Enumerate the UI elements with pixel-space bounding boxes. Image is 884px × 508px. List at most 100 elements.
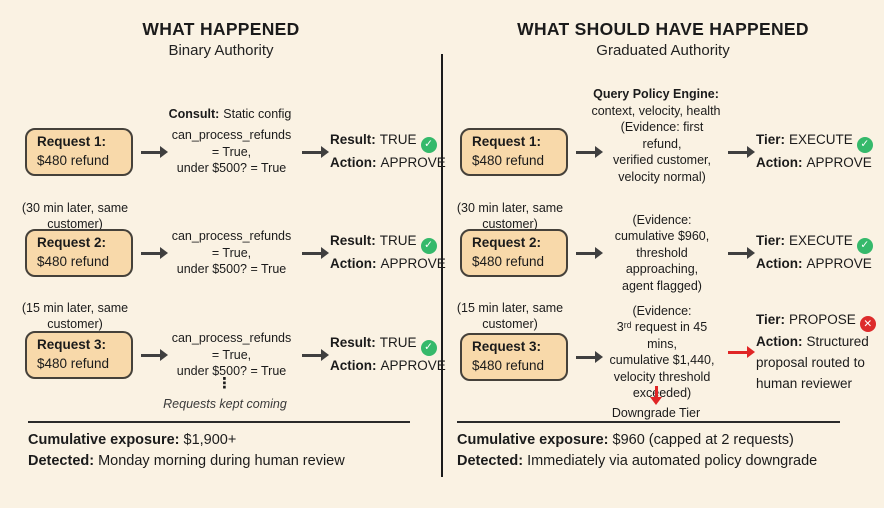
arrow-right-red-icon xyxy=(728,346,755,358)
policy-check-text: can_process_refunds = True, under $500? … xyxy=(169,330,294,380)
action-label: Action: xyxy=(756,333,803,349)
request-box-amount: $480 refund xyxy=(37,355,110,371)
check-circle-icon xyxy=(856,136,873,153)
evidence-text: (Evidence: 3ʳᵈ request in 45 mins, cumul… xyxy=(604,303,720,402)
evidence-line: 3ʳᵈ request in 45 mins, xyxy=(616,320,708,351)
request-box-title: Request 2: xyxy=(472,235,542,251)
consult-label: Consult: xyxy=(168,107,220,121)
action-value: APPROVE xyxy=(806,255,872,271)
consult-value: Static config xyxy=(223,107,292,121)
evidence-line: cumulative $960, xyxy=(614,229,710,244)
result-line: Result:TRUE xyxy=(330,333,438,356)
arrow-right-icon xyxy=(141,349,168,361)
exposure-value: $1,900+ xyxy=(183,432,237,448)
result-line: Result:TRUE xyxy=(330,130,438,153)
policy-engine-note: Query Policy Engine: context, velocity, … xyxy=(571,86,741,120)
action-line: Action:APPROVE xyxy=(330,153,446,174)
evidence-line: (Evidence: first refund, xyxy=(620,120,704,151)
left-panel-title: WHAT HAPPENED xyxy=(142,19,300,39)
request-box-amount: $480 refund xyxy=(472,152,545,168)
result-value: TRUE xyxy=(379,233,417,249)
evidence-line: agent flagged) xyxy=(622,278,702,293)
request-context-note: (30 min later, same customer) xyxy=(21,201,129,232)
x-circle-icon xyxy=(859,315,876,332)
tier-line: Tier:PROPOSE xyxy=(756,310,878,332)
right-summary: Cumulative exposure:$960 (capped at 2 re… xyxy=(457,421,840,472)
arrow-right-icon xyxy=(302,146,329,158)
action-label: Action: xyxy=(330,255,377,271)
request-box-amount: $480 refund xyxy=(472,253,545,269)
result-value: TRUE xyxy=(379,132,417,148)
detected-label: Detected: xyxy=(457,453,524,470)
evidence-line: threshold approaching, xyxy=(625,245,699,277)
request-box-title: Request 2: xyxy=(37,235,107,251)
arrow-right-icon xyxy=(141,146,168,158)
policy-check-line: under $500? = True xyxy=(176,161,287,176)
action-label: Action: xyxy=(330,154,377,170)
tier-value: EXECUTE xyxy=(789,132,853,148)
evidence-line: velocity normal) xyxy=(618,169,706,184)
request-box-title: Request 3: xyxy=(472,339,542,355)
arrow-down-red-icon xyxy=(650,386,662,405)
evidence-line: (Evidence: xyxy=(632,212,692,227)
request-box: Request 2: $480 refund xyxy=(460,229,568,277)
arrow-right-icon xyxy=(302,247,329,259)
action-label: Action: xyxy=(330,357,377,373)
exposure-value: $960 (capped at 2 requests) xyxy=(612,432,794,448)
arrow-right-icon xyxy=(728,146,755,158)
request-flow-row: Request 1: $480 refund (Evidence: first … xyxy=(442,120,884,184)
right-panel-what-should-have-happened: WHAT SHOULD HAVE HAPPENED Graduated Auth… xyxy=(442,0,884,508)
result-label: Result: xyxy=(330,335,376,351)
detected-value: Monday morning during human review xyxy=(98,453,345,470)
exposure-label: Cumulative exposure: xyxy=(457,432,609,448)
right-panel-title: WHAT SHOULD HAVE HAPPENED xyxy=(517,19,809,39)
action-line: Action:APPROVE xyxy=(330,356,446,377)
evidence-line: cumulative $1,440, xyxy=(609,353,715,367)
result-line: Result:TRUE xyxy=(330,231,438,254)
request-context-note: (30 min later, same customer) xyxy=(456,201,564,232)
request-box-title: Request 1: xyxy=(472,134,542,150)
arrow-right-icon xyxy=(141,247,168,259)
policy-check-line: under $500? = True xyxy=(176,364,287,379)
detected-line: Detected:Monday morning during human rev… xyxy=(28,451,410,472)
tier-value: EXECUTE xyxy=(789,233,853,249)
evidence-line: exceeded) xyxy=(632,386,692,400)
action-value: APPROVE xyxy=(380,154,446,170)
tier-line: Tier:EXECUTE xyxy=(756,231,878,254)
request-box-amount: $480 refund xyxy=(37,253,110,269)
result-block: Tier:PROPOSE Action:Structured proposal … xyxy=(756,310,878,395)
check-circle-icon xyxy=(420,237,437,254)
action-value: APPROVE xyxy=(380,255,446,271)
check-circle-icon xyxy=(856,237,873,254)
right-panel-subtitle: Graduated Authority xyxy=(596,42,730,59)
evidence-text: (Evidence: cumulative $960, threshold ap… xyxy=(604,212,720,295)
policy-check-line: can_process_refunds = True, xyxy=(171,128,292,159)
request-flow-row: Request 1: $480 refund can_process_refun… xyxy=(0,124,446,180)
exposure-line: Cumulative exposure:$1,900+ xyxy=(28,430,410,451)
request-box: Request 3: $480 refund xyxy=(25,331,133,379)
request-flow-row: Request 2: $480 refund can_process_refun… xyxy=(0,225,446,281)
left-summary: Cumulative exposure:$1,900+ Detected:Mon… xyxy=(28,421,410,472)
detected-line: Detected:Immediately via automated polic… xyxy=(457,451,840,472)
requests-kept-coming-note: Requests kept coming xyxy=(163,397,287,411)
result-block: Result:TRUE Action:APPROVE xyxy=(330,130,446,174)
action-value: Structured proposal routed to human revi… xyxy=(756,333,869,391)
request-context-note: (15 min later, same customer) xyxy=(456,301,564,332)
policy-engine-label: Query Policy Engine: xyxy=(593,87,719,101)
request-box: Request 2: $480 refund xyxy=(25,229,133,277)
request-box: Request 1: $480 refund xyxy=(460,128,568,176)
request-box: Request 3: $480 refund xyxy=(460,333,568,381)
downgrade-tier-note: Downgrade Tier xyxy=(596,386,716,420)
evidence-line: verified customer, xyxy=(613,153,711,167)
arrow-right-icon xyxy=(576,146,603,158)
request-context-note: (15 min later, same customer) xyxy=(21,301,129,332)
result-label: Result: xyxy=(330,233,376,249)
tier-line: Tier:EXECUTE xyxy=(756,130,878,153)
request-box-title: Request 3: xyxy=(37,337,107,353)
panel-divider xyxy=(441,54,443,477)
action-line: Action:APPROVE xyxy=(756,153,878,174)
action-line: Action:Structured proposal routed to hum… xyxy=(756,332,878,395)
evidence-line: (Evidence: xyxy=(632,303,692,318)
policy-check-line: can_process_refunds = True, xyxy=(171,331,292,362)
evidence-text: (Evidence: first refund, verified custom… xyxy=(604,119,720,185)
